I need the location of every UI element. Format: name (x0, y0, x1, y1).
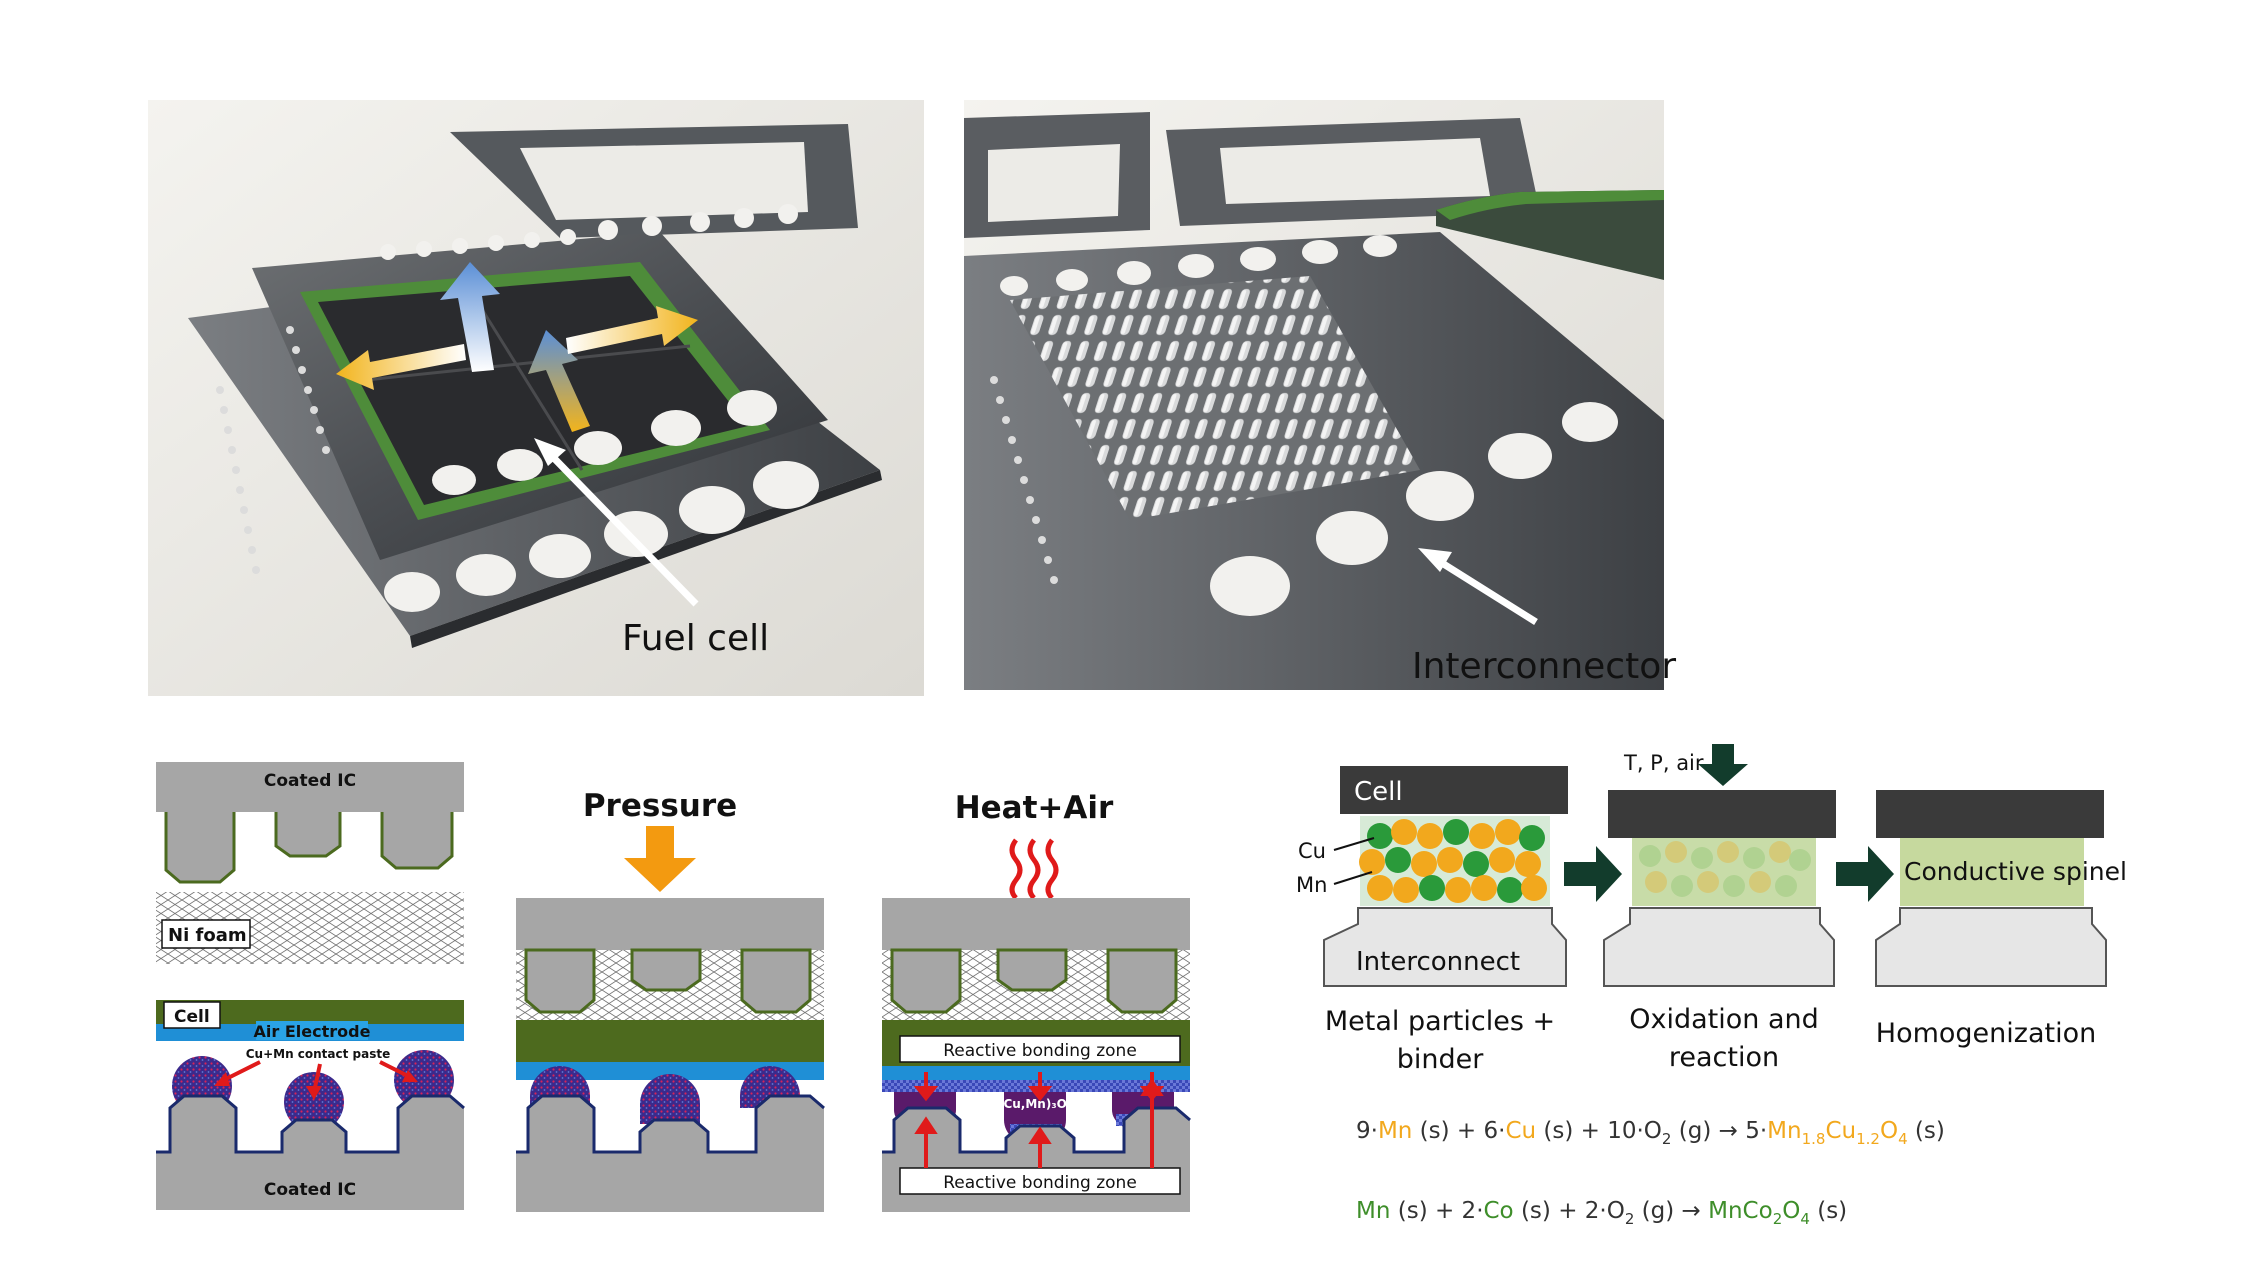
mn-label: Mn (1296, 873, 1327, 897)
interconnect-label: Interconnect (1356, 947, 1520, 977)
fuel-cell-photo: Fuel cell (148, 100, 924, 696)
interconnector-photo: Interconnector (964, 100, 1676, 690)
spinel-formula-label: (Cu,Mn)₃O₄ (998, 1097, 1072, 1111)
cell-slab-3 (1876, 790, 2104, 838)
schematic-panel-initial: Coated IC Ni foam Cell Air Electrode Cu+… (156, 762, 465, 1210)
mixed-flow-arrow-icon (528, 330, 590, 432)
interconnect-block-2 (1603, 907, 1835, 987)
left-flow-arrow-icon (336, 344, 466, 390)
top-ic-label: Coated IC (264, 771, 356, 791)
step-arrow-1-icon (1564, 846, 1622, 902)
interconnector-pointer (1432, 555, 1538, 625)
interconnect-block-1 (1323, 907, 1567, 987)
equation-2: Mn (s) + 2·Co (s) + 2·O2 (g) → MnCo2O4 (… (1356, 1198, 1847, 1228)
right-flow-arrow-icon (566, 306, 698, 354)
blue-flow-arrow-icon (440, 262, 500, 372)
interconnector-dimple-field (1010, 276, 1420, 520)
conductive-spinel-label: Conductive spinel (1904, 857, 2127, 886)
schematic-panel-pressure: Pressure (516, 788, 825, 1212)
cu-label: Cu (1298, 839, 1326, 863)
reaction-equations: 9·Mn (s) + 6·Cu (s) + 10·O2 (g) → 5·Mn1.… (1356, 1118, 1945, 1228)
interconnect-block-3 (1875, 907, 2107, 987)
fuel-cell-pointer (545, 449, 699, 607)
equation-1: 9·Mn (s) + 6·Cu (s) + 10·O2 (g) → 5·Mn1.… (1356, 1118, 1945, 1148)
heat-air-label: Heat+Air (955, 790, 1114, 826)
interconnector-label: Interconnector (1412, 646, 1676, 687)
reacting-particles (1639, 841, 1811, 897)
fuel-cell-label: Fuel cell (622, 618, 769, 659)
reactive-zone-top-label: Reactive bonding zone (943, 1041, 1137, 1061)
conductive-spinel-layer (1900, 838, 2084, 906)
reactive-zone-bottom-label: Reactive bonding zone (943, 1173, 1137, 1193)
cell-slab-2 (1608, 790, 1836, 838)
cell-label: Cell (174, 1007, 210, 1027)
process-cell-label: Cell (1354, 777, 1403, 807)
tpa-label: T, P, air (1623, 751, 1704, 775)
air-electrode-label: Air Electrode (254, 1022, 371, 1041)
cell-slab-1 (1340, 766, 1568, 814)
contact-paste-label: Cu+Mn contact paste (246, 1047, 391, 1061)
step2-caption-line1: Oxidation and (1629, 1004, 1819, 1035)
heat-waves-icon (1009, 838, 1059, 900)
ni-foam-label: Ni foam (168, 925, 247, 946)
tpa-arrow-icon (1698, 744, 1748, 786)
bonding-arrows (913, 1072, 1165, 1168)
schematic-panel-heat: Heat+Air Reactive bonding zone (Cu,Mn)₃O… (882, 790, 1191, 1212)
step1-caption-line1: Metal particles + (1325, 1006, 1555, 1037)
step3-caption: Homogenization (1876, 1018, 2096, 1049)
step-arrow-2-icon (1836, 846, 1894, 902)
process-panel: Cell Cu Mn Interconnect T, P, air (1296, 744, 2127, 1075)
pressure-arrow-icon (624, 826, 696, 892)
bottom-ic-label: Coated IC (264, 1180, 356, 1200)
step2-caption-line2: reaction (1669, 1042, 1779, 1073)
particle-mix (1359, 819, 1547, 903)
pressure-label: Pressure (583, 788, 737, 824)
step1-caption-line2: binder (1397, 1044, 1485, 1075)
bottom-coated-ic (156, 1096, 464, 1210)
